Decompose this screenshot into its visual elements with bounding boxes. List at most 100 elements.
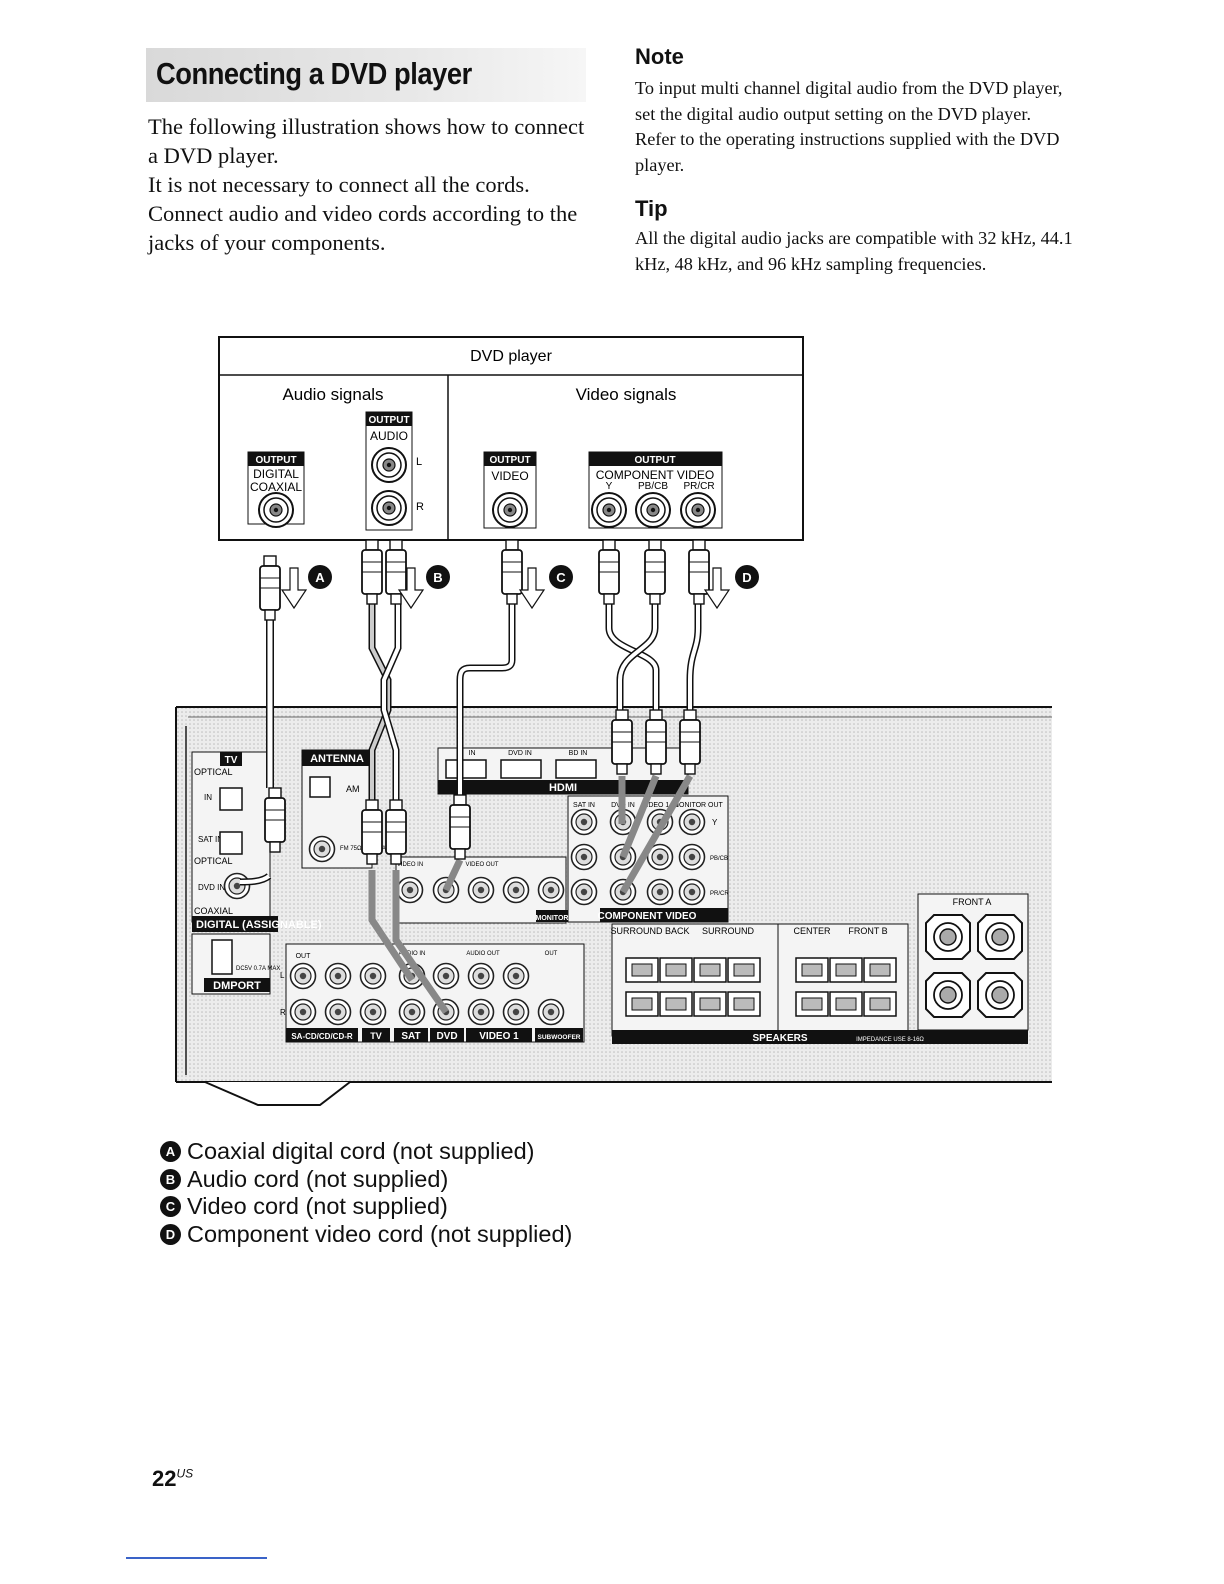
comp-col-video1: VIDEO 1 IN bbox=[642, 802, 679, 809]
cord-badge-d: D bbox=[735, 565, 759, 589]
intro-paragraph-1: The following illustration shows how to … bbox=[148, 114, 585, 168]
dvd-in-label: DVD IN bbox=[198, 883, 225, 892]
legend-badge-a: A bbox=[160, 1141, 181, 1163]
comp-col-sat: SAT IN bbox=[573, 802, 595, 809]
optical-tv-in-jack bbox=[219, 787, 243, 811]
svg-text:D: D bbox=[742, 570, 751, 585]
cord-d-pr-plug-top bbox=[688, 539, 710, 605]
cord-d-pr-plug-bottom bbox=[679, 709, 701, 775]
cord-legend: A Coaxial digital cord (not supplied) B … bbox=[160, 1138, 572, 1248]
tip-heading: Tip bbox=[635, 196, 668, 221]
audio-out-label-2: AUDIO OUT bbox=[466, 951, 500, 957]
comp-col-monitor: MONITOR OUT bbox=[673, 802, 723, 809]
hdmi-in-label: IN bbox=[469, 750, 476, 757]
output-tag: OUTPUT bbox=[634, 455, 675, 466]
cord-c-plug-top bbox=[501, 539, 523, 605]
dmport-label: DMPORT bbox=[213, 980, 261, 992]
digital-label: DIGITAL bbox=[253, 467, 299, 481]
tv-audio-label: TV bbox=[370, 1031, 382, 1041]
coaxial-label: COAXIAL bbox=[250, 480, 302, 494]
dc-out-label: DC5V 0.7A MAX bbox=[236, 966, 280, 972]
cord-d-pb-plug-top bbox=[644, 539, 666, 605]
legend-text: Audio cord (not supplied) bbox=[187, 1165, 449, 1192]
comp-row-pr: PR/CR bbox=[710, 891, 729, 897]
cord-d-y-plug-bottom bbox=[611, 709, 633, 775]
audio-r-label: R bbox=[280, 1008, 286, 1017]
surround-label: SURROUND bbox=[702, 926, 755, 936]
optical-sat-in-jack bbox=[219, 831, 243, 855]
impedance-label: IMPEDANCE USE 8-16Ω bbox=[856, 1037, 924, 1043]
hdmi-bd-in-label: BD IN bbox=[569, 750, 588, 757]
cord-a-plug-top bbox=[259, 555, 281, 621]
cord-b-l-plug-top bbox=[361, 539, 383, 605]
pb-label: PB/CB bbox=[638, 481, 668, 492]
video1-audio-label: VIDEO 1 bbox=[479, 1031, 519, 1042]
subwoofer-out-label: OUT bbox=[545, 951, 558, 957]
video-out-label: VIDEO OUT bbox=[465, 862, 498, 868]
optical-label-2: OPTICAL bbox=[194, 856, 233, 866]
cord-badge-a: A bbox=[308, 565, 332, 589]
intro-paragraph-2: It is not necessary to connect all the c… bbox=[148, 172, 578, 255]
front-a-r-pos-terminal bbox=[977, 972, 1023, 1018]
audio-l-out-jack bbox=[371, 447, 407, 483]
am-antenna-terminal bbox=[309, 776, 331, 798]
page-number: 22US bbox=[152, 1466, 193, 1492]
pr-label: PR/CR bbox=[683, 481, 714, 492]
cord-d-pb-plug-bottom bbox=[645, 709, 667, 775]
output-tag: OUTPUT bbox=[489, 455, 530, 466]
hdmi-dvd-in-jack bbox=[500, 759, 542, 779]
video-video1-out-jack bbox=[467, 876, 495, 904]
coaxial-in-label: COAXIAL bbox=[194, 906, 233, 916]
intro-text: The following illustration shows how to … bbox=[148, 112, 588, 257]
audio-label: AUDIO bbox=[370, 429, 408, 443]
comp-row-y: Y bbox=[712, 818, 718, 827]
audio-l-label: L bbox=[280, 971, 285, 980]
fm-antenna-jack bbox=[308, 835, 336, 863]
monitor-label: MONITOR bbox=[536, 915, 569, 922]
left-label: L bbox=[416, 456, 422, 468]
in-label: IN bbox=[204, 793, 212, 802]
audio-in-label: AUDIO IN bbox=[399, 951, 426, 957]
legend-item: A Coaxial digital cord (not supplied) bbox=[160, 1138, 572, 1166]
hdmi-bd-in-jack bbox=[555, 759, 597, 779]
center-label: CENTER bbox=[793, 926, 831, 936]
output-tag: OUTPUT bbox=[368, 415, 409, 426]
front-a-l-pos-terminal bbox=[977, 914, 1023, 960]
cord-b-r-plug-bottom bbox=[385, 799, 407, 865]
note-heading: Note bbox=[635, 44, 684, 69]
legend-text: Component video cord (not supplied) bbox=[187, 1220, 573, 1247]
video-in-label: VIDEO IN bbox=[397, 862, 423, 868]
legend-item: D Component video cord (not supplied) bbox=[160, 1221, 572, 1249]
tip-text: All the digital audio jacks are compatib… bbox=[635, 228, 1073, 274]
speakers-label: SPEAKERS bbox=[752, 1033, 807, 1044]
sa-cd-label: SA-CD/CD/CD-R bbox=[291, 1032, 353, 1041]
audio-signals-label: Audio signals bbox=[282, 385, 383, 404]
output-tag: OUTPUT bbox=[255, 455, 296, 466]
cord-badge-c: C bbox=[549, 565, 573, 589]
right-label: R bbox=[416, 501, 424, 513]
legend-item: B Audio cord (not supplied) bbox=[160, 1166, 572, 1194]
y-label: Y bbox=[606, 481, 613, 492]
video-signals-label: Video signals bbox=[576, 385, 677, 404]
component-video-label: COMPONENT VIDEO bbox=[596, 468, 714, 482]
hdmi-label: HDMI bbox=[549, 782, 577, 794]
video-out-jack bbox=[492, 492, 528, 528]
svg-text:A: A bbox=[315, 570, 325, 585]
optical-label: OPTICAL bbox=[194, 767, 233, 777]
sat-in-label: SAT IN bbox=[198, 835, 223, 844]
video-tv-in-jack bbox=[396, 876, 424, 904]
cord-b-l-plug-bottom bbox=[361, 799, 383, 865]
cord-d-y-plug-top bbox=[598, 539, 620, 605]
surround-back-label: SURROUND BACK bbox=[610, 926, 689, 936]
cord-badge-b: B bbox=[426, 565, 450, 589]
hdmi-dvd-in-label: DVD IN bbox=[508, 750, 532, 757]
dmport-jack bbox=[211, 939, 233, 975]
video-video1-in-jack bbox=[502, 876, 530, 904]
legend-text: Video cord (not supplied) bbox=[187, 1193, 448, 1219]
cord-c-plug-bottom bbox=[449, 794, 471, 860]
front-a-r-neg-terminal bbox=[925, 972, 971, 1018]
front-a-label: FRONT A bbox=[953, 897, 992, 907]
front-b-label: FRONT B bbox=[848, 926, 887, 936]
legend-text: Coaxial digital cord (not supplied) bbox=[187, 1138, 535, 1164]
legend-item: C Video cord (not supplied) bbox=[160, 1193, 572, 1221]
